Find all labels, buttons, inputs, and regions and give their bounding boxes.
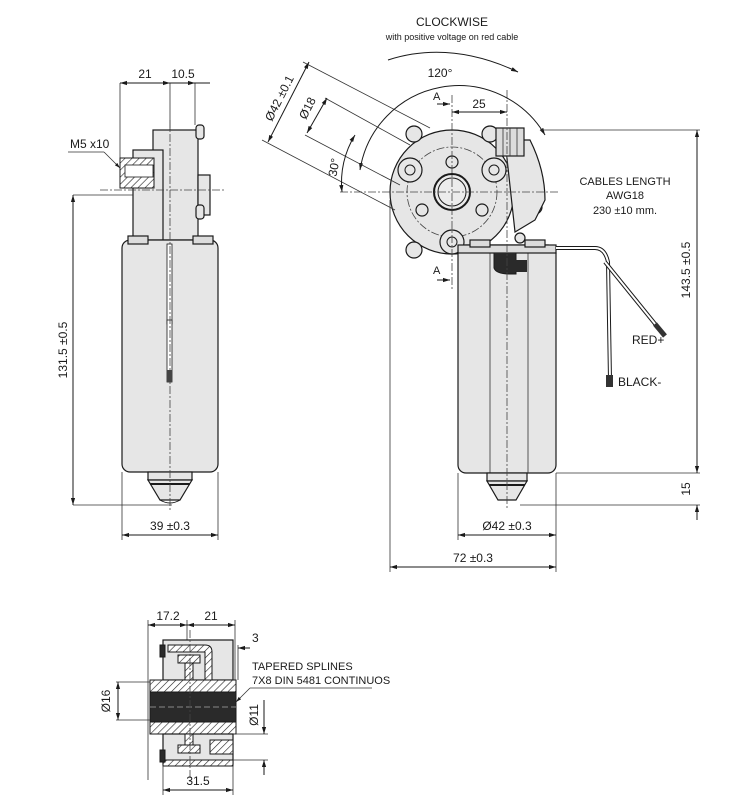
thread-label: M5 x10 (70, 137, 110, 151)
splines-line2: 7X8 DIN 5481 CONTINUOS (252, 675, 390, 687)
angle-30: 30° (326, 157, 343, 177)
total-width: 72 ±0.3 (453, 551, 493, 565)
total-height: 143.5 ±0.5 (679, 241, 693, 298)
section-dim-17-2: 17.2 (156, 609, 180, 623)
motor-diameter: Ø42 ±0.3 (482, 519, 532, 533)
section-marker-top: A (433, 91, 441, 103)
side-height: 131.5 ±0.5 (56, 321, 70, 378)
section-marker-bottom: A (433, 265, 441, 277)
wire-red-label: RED+ (632, 333, 664, 347)
side-view: 21 10.5 M5 x10 131.5 ±0.5 (56, 67, 225, 540)
rotation-note: CLOCKWISE with positive voltage on red c… (385, 15, 519, 80)
bottom-height: 15 (679, 482, 693, 496)
rotation-title: CLOCKWISE (416, 15, 488, 29)
cables-length: 230 ±10 mm. (593, 205, 657, 217)
cables-title: CABLES LENGTH (579, 176, 670, 188)
wire-black-label: BLACK- (618, 375, 661, 389)
side-dim-21: 21 (138, 67, 152, 81)
front-view: Ø42 ±0.1 Ø18 30° A A 25 CABLES LENGTH AW… (261, 61, 700, 572)
rotation-angle: 120° (428, 66, 453, 80)
section-width: 31.5 (186, 774, 210, 788)
clockwise-arrow-icon (387, 51, 519, 73)
section-dim-3: 3 (252, 631, 259, 645)
bore-outer: Ø16 (99, 689, 113, 712)
section-view: 17.2 21 3 TAPERED SPLINES 7X8 DIN 5481 C… (99, 609, 390, 795)
offset-25: 25 (472, 97, 486, 111)
hub-top (149, 679, 237, 693)
flange-diameter: Ø42 ±0.1 (262, 73, 297, 124)
rotation-subtitle: with positive voltage on red cable (385, 32, 519, 42)
cables-gauge: AWG18 (606, 190, 644, 202)
side-width: 39 ±0.3 (150, 519, 190, 533)
side-dim-10-5: 10.5 (171, 67, 195, 81)
bore-inner: Ø11 (247, 704, 261, 726)
splines-line1: TAPERED SPLINES (252, 661, 353, 673)
section-dim-21: 21 (204, 609, 218, 623)
